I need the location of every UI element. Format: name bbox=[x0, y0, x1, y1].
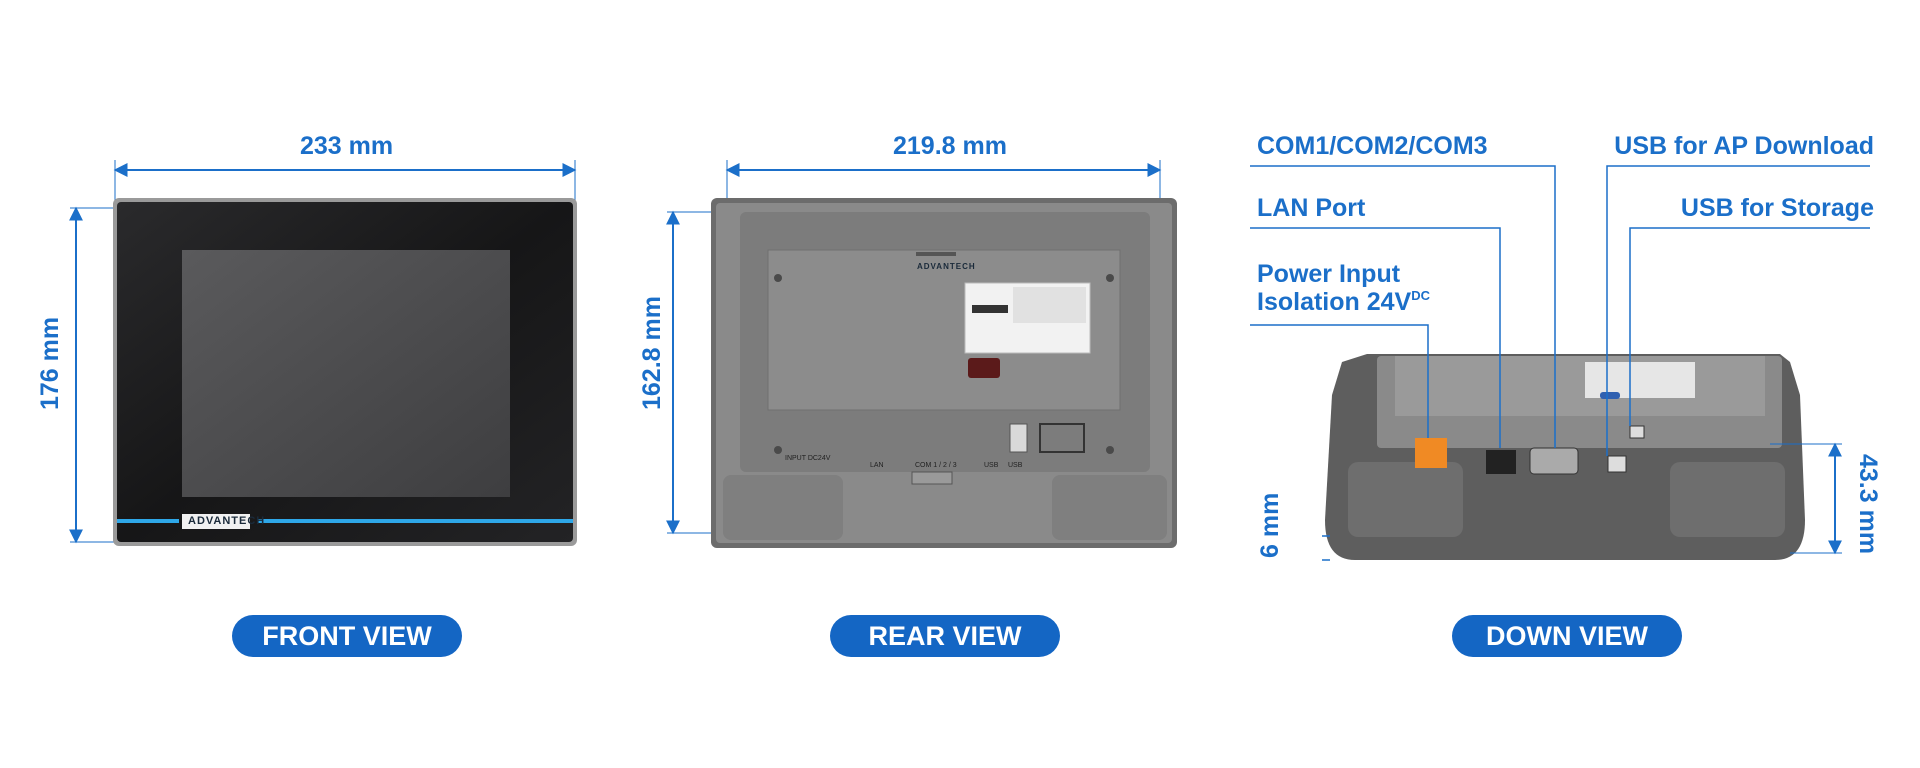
front-width-label: 233 mm bbox=[300, 132, 394, 160]
leader-power bbox=[1250, 324, 1429, 438]
rear-usb-port-a bbox=[1009, 423, 1028, 453]
front-accent-strip-left bbox=[117, 519, 179, 523]
down-sticker bbox=[1600, 392, 1620, 399]
down-usb-b-port bbox=[1607, 455, 1627, 473]
callout-power-line1: Power Input bbox=[1257, 260, 1401, 288]
callout-usb-ap: USB for AP Download bbox=[1614, 132, 1874, 160]
front-screen bbox=[182, 250, 510, 497]
front-view bbox=[69, 160, 577, 546]
rear-screw-bl bbox=[774, 446, 782, 454]
down-depth-label: 43.3 mm bbox=[1854, 454, 1882, 555]
leader-com bbox=[1250, 165, 1556, 448]
front-brand-logo: ADVANTECH bbox=[188, 515, 266, 527]
rear-port-label-com: COM 1 / 2 / 3 bbox=[915, 462, 957, 469]
rear-screw-tr bbox=[1106, 274, 1114, 282]
rear-screw-tl bbox=[774, 274, 782, 282]
down-bezel-label: 6 mm bbox=[1256, 492, 1284, 558]
front-accent-strip-right bbox=[258, 519, 573, 523]
callout-power-superscript: DC bbox=[1411, 288, 1430, 303]
callout-com: COM1/COM2/COM3 bbox=[1257, 132, 1488, 160]
down-foot-left bbox=[1348, 462, 1463, 537]
rear-warranty-sticker bbox=[968, 358, 1000, 378]
down-power-terminal bbox=[1415, 438, 1447, 468]
down-view-label: DOWN VIEW bbox=[1452, 615, 1682, 657]
front-height-label: 176 mm bbox=[36, 316, 64, 410]
rear-brand-logo: ADVANTECH bbox=[917, 262, 976, 271]
rear-port-label-usb2: USB bbox=[1008, 462, 1023, 469]
rear-foot-right bbox=[1052, 475, 1167, 540]
rear-screw-br bbox=[1106, 446, 1114, 454]
rear-foot-left bbox=[723, 475, 843, 540]
rear-spec-label-text-block bbox=[1013, 287, 1086, 323]
rear-height-label: 162.8 mm bbox=[638, 296, 666, 410]
callout-usb-storage: USB for Storage bbox=[1680, 194, 1874, 222]
callout-lan: LAN Port bbox=[1257, 194, 1366, 222]
rear-view bbox=[666, 160, 1177, 548]
down-usb-a-port bbox=[1629, 425, 1645, 439]
callout-power-line2: Isolation 24VDC bbox=[1257, 288, 1430, 316]
down-foot-right bbox=[1670, 462, 1785, 537]
rear-slot bbox=[916, 252, 956, 256]
rear-port-label-usb1: USB bbox=[984, 462, 999, 469]
rear-port-label-input: INPUT DC24V bbox=[785, 455, 831, 462]
front-view-label: FRONT VIEW bbox=[232, 615, 462, 657]
down-lan-port bbox=[1486, 450, 1516, 474]
rear-barcode bbox=[972, 305, 1008, 313]
down-view bbox=[1250, 165, 1870, 561]
rear-view-label: REAR VIEW bbox=[830, 615, 1060, 657]
down-cover-panel bbox=[1395, 356, 1765, 416]
rear-usb-storage-cover bbox=[1039, 423, 1085, 453]
down-com-port bbox=[1529, 447, 1579, 475]
leader-usb-storage bbox=[1629, 227, 1870, 426]
rear-width-label: 219.8 mm bbox=[893, 132, 1007, 160]
leader-usb-ap bbox=[1606, 165, 1870, 456]
rear-com-connector bbox=[911, 471, 953, 485]
front-brand-plate bbox=[182, 514, 250, 529]
leader-lan bbox=[1250, 227, 1501, 448]
rear-port-label-lan: LAN bbox=[870, 462, 884, 469]
